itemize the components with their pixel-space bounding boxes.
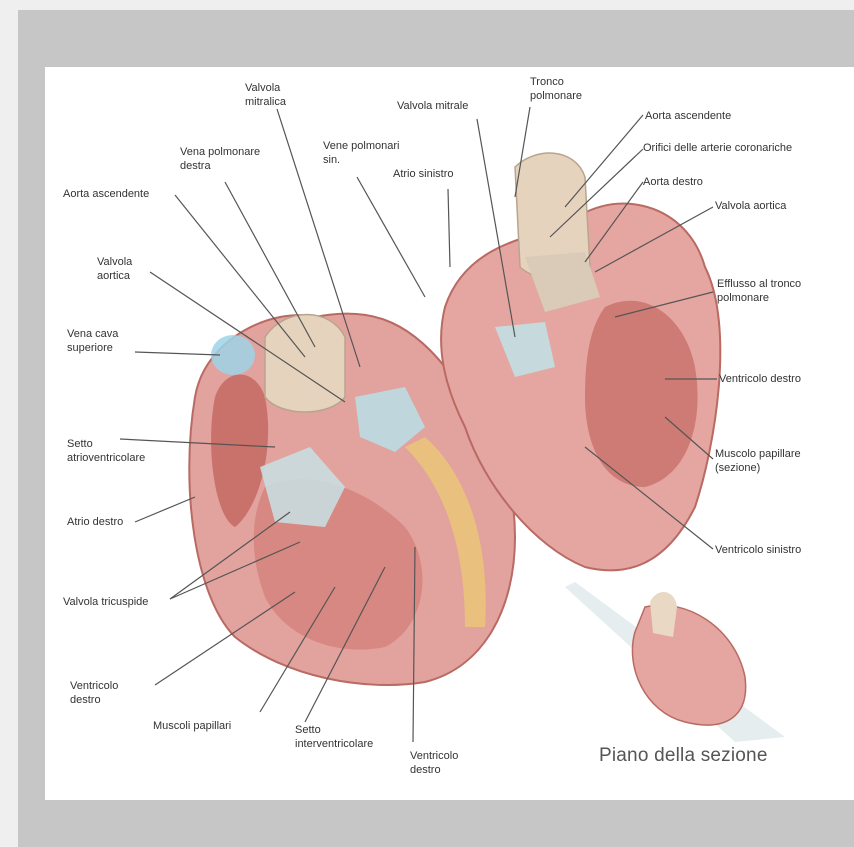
label-vena-cava: Vena cava superiore: [67, 327, 118, 355]
label-setto-atrioventricolare: Setto atrioventricolare: [67, 437, 145, 465]
label-efflusso: Efflusso al tronco polmonare: [717, 277, 801, 305]
label-aorta-destro: Aorta destro: [643, 175, 703, 189]
label-vena-polmonare-destra: Vena polmonare destra: [180, 145, 260, 173]
label-valvola-mitrale: Valvola mitrale: [397, 99, 468, 113]
label-vene-polmonari-sin: Vene polmonari sin.: [323, 139, 399, 167]
label-tronco-polmonare: Tronco polmonare: [530, 75, 582, 103]
label-setto-interventricolare: Setto interventricolare: [295, 723, 373, 751]
label-atrio-destro: Atrio destro: [67, 515, 123, 529]
label-valvola-tricuspide: Valvola tricuspide: [63, 595, 148, 609]
label-valvola-aortica-right: Valvola aortica: [715, 199, 786, 213]
label-ventricolo-destro-center: Ventricolo destro: [410, 749, 458, 777]
section-plane-caption: Piano della sezione: [599, 745, 768, 767]
label-valvola-aortica-left: Valvola aortica: [97, 255, 132, 283]
heart-inset-aorta: [650, 592, 677, 637]
diagram-panel: Valvola mitralica Vena polmonare destra …: [45, 67, 854, 800]
label-muscolo-papillare: Muscolo papillare (sezione): [715, 447, 801, 475]
label-valvola-mitralica: Valvola mitralica: [245, 81, 286, 109]
label-atrio-sinistro: Atrio sinistro: [393, 167, 454, 181]
label-aorta-ascendente-right: Aorta ascendente: [645, 109, 731, 123]
label-orifici-arterie: Orifici delle arterie coronariche: [643, 141, 792, 155]
label-muscoli-papillari: Muscoli papillari: [153, 719, 231, 733]
label-ventricolo-sinistro: Ventricolo sinistro: [715, 543, 801, 557]
heart-inset: [632, 605, 745, 725]
label-ventricolo-destro-right: Ventricolo destro: [719, 372, 801, 386]
label-aorta-ascendente-left: Aorta ascendente: [63, 187, 149, 201]
image-frame: Valvola mitralica Vena polmonare destra …: [18, 10, 854, 847]
label-ventricolo-destro-bottom: Ventricolo destro: [70, 679, 118, 707]
